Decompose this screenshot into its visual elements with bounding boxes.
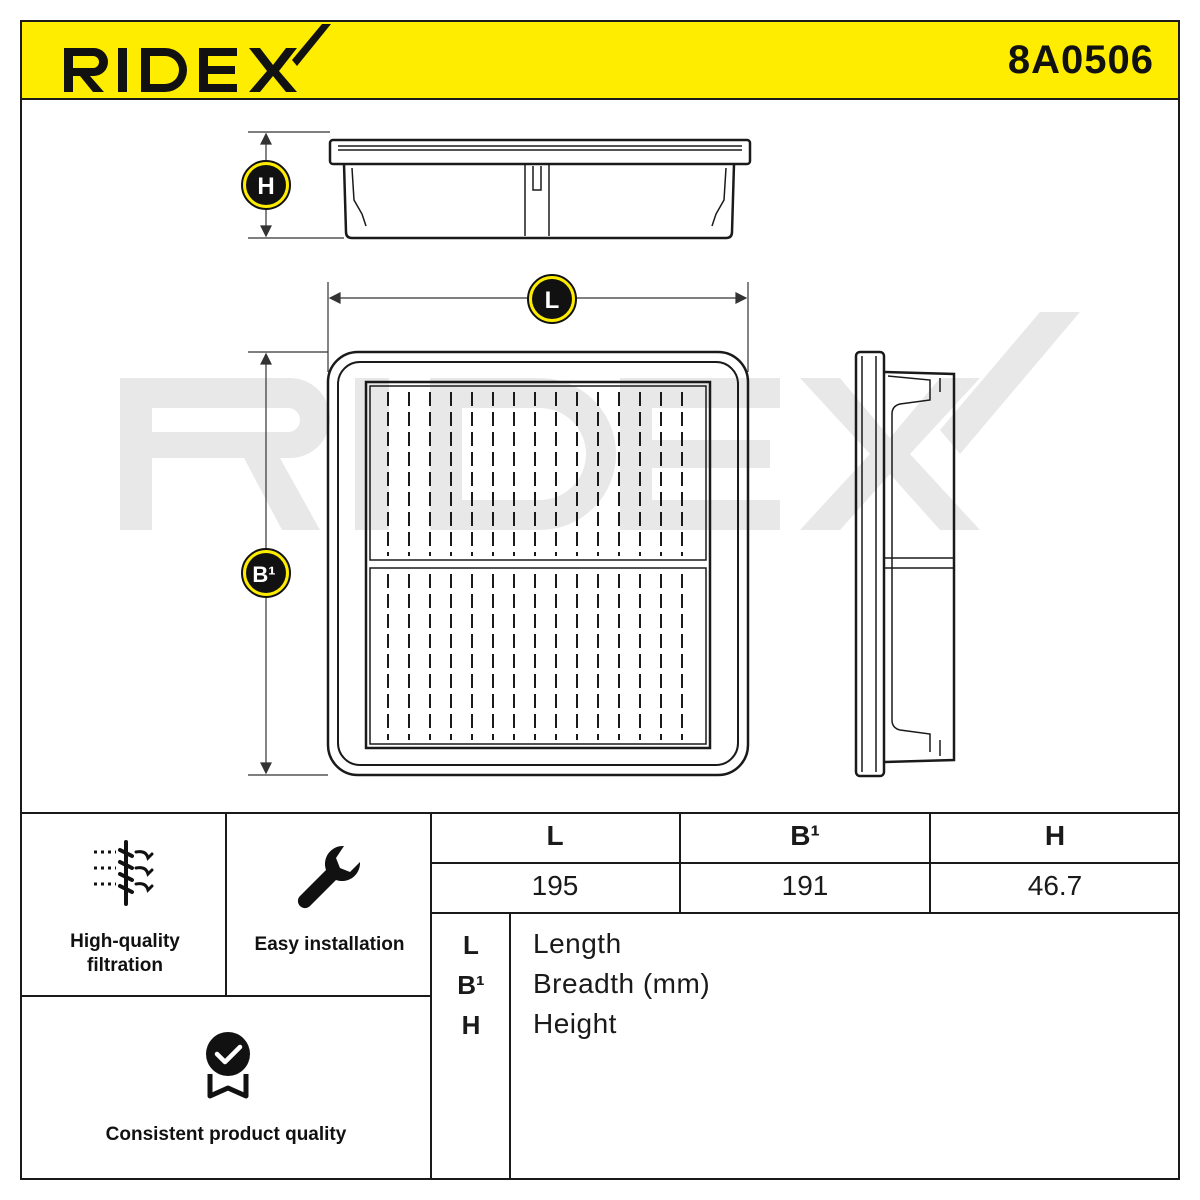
dim-header-length: L	[546, 820, 564, 851]
part-number: 8A0506	[1007, 38, 1154, 82]
dim-value-length: 195	[531, 870, 579, 901]
divider-legend	[509, 912, 511, 1180]
divider-left-right	[430, 812, 432, 1180]
divider-main	[20, 812, 1180, 814]
dim-value-height: 46.7	[1027, 870, 1083, 901]
side-view-height	[328, 138, 752, 240]
filter-pleats	[387, 392, 683, 740]
height-marker-label: H	[257, 173, 274, 200]
ridex-watermark	[120, 312, 1080, 530]
legend-key-breadth: B¹	[457, 970, 485, 1000]
legend-key-length: L	[463, 930, 479, 960]
feature-filtration-label: High-quality filtration	[70, 931, 180, 976]
divider-dim-col1	[679, 812, 681, 914]
technical-drawing: H L B¹	[120, 131, 1080, 778]
header-bar: 8A0506	[20, 20, 1180, 100]
divider-dim-values	[430, 912, 1180, 914]
dim-header-height: H	[1044, 820, 1066, 851]
filtration-icon	[94, 840, 154, 906]
wrench-icon	[297, 845, 361, 909]
divider-dim-header	[430, 862, 1180, 864]
feature-quality-label: Consistent product quality	[105, 1124, 347, 1145]
divider-features-vertical	[225, 812, 227, 996]
legend-desc-breadth: Breadth (mm)	[533, 968, 711, 999]
legend-desc-height: Height	[533, 1008, 617, 1039]
breadth-marker-label: B¹	[252, 562, 275, 587]
length-marker-label: L	[545, 287, 560, 314]
legend-key-height: H	[461, 1010, 481, 1040]
filter-front-view	[326, 350, 750, 777]
divider-dim-col2	[929, 812, 931, 914]
legend-desc-length: Length	[533, 928, 622, 959]
dim-header-breadth: B¹	[790, 820, 820, 851]
ridex-logo	[64, 24, 331, 92]
side-view-profile	[854, 350, 956, 778]
quality-badge-icon	[206, 1032, 250, 1099]
divider-features-horizontal	[20, 995, 432, 997]
feature-installation-label: Easy installation	[254, 934, 405, 955]
dim-value-breadth: 191	[781, 870, 829, 901]
